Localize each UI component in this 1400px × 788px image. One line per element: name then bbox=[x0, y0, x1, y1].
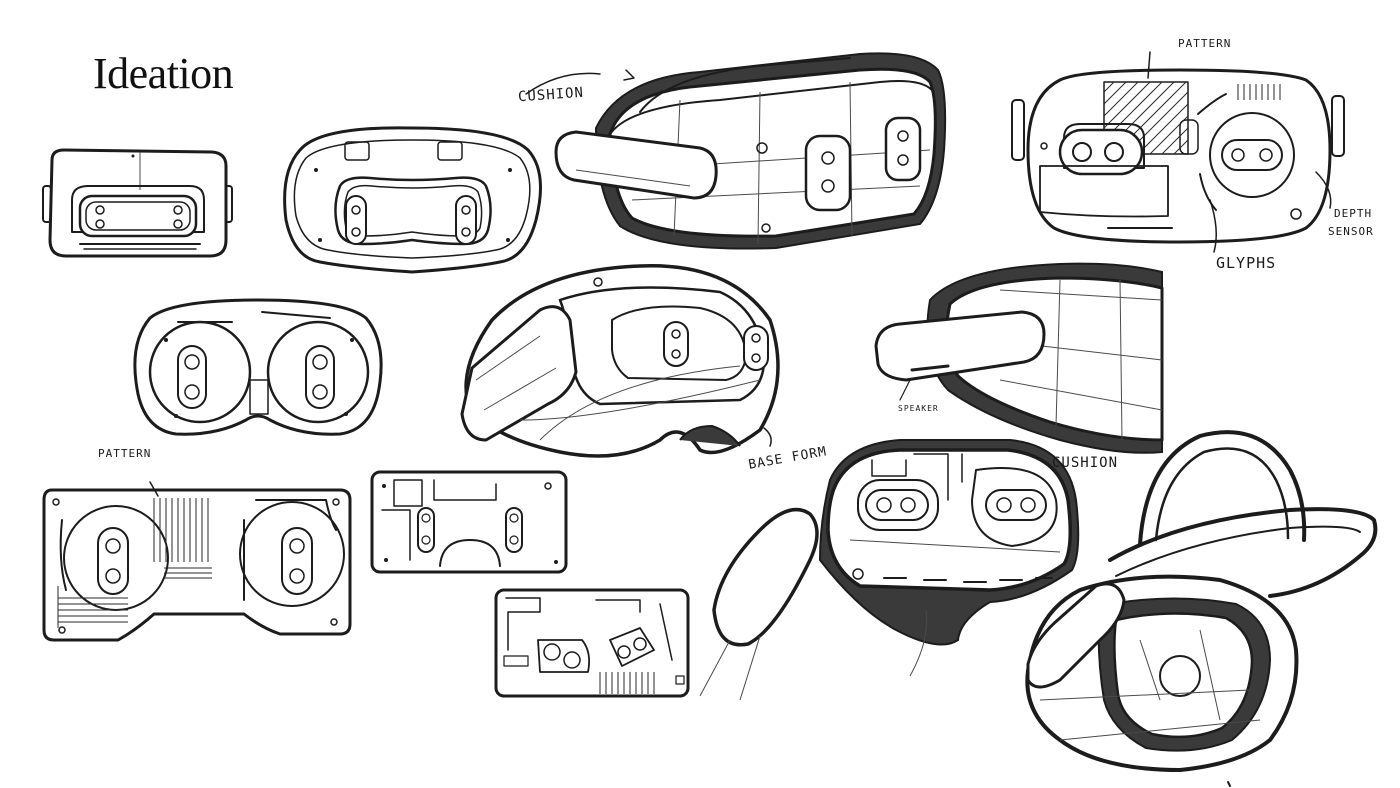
sketch-headset-base-form bbox=[460, 264, 780, 458]
annotation-speaker: SPEAKER bbox=[898, 404, 939, 413]
sketch-headset-with-strap bbox=[1025, 430, 1378, 787]
annotation-pattern-top: PATTERN bbox=[1178, 37, 1232, 50]
sketch-side-view-speaker bbox=[874, 262, 1164, 454]
sketch-circuit-plate-1 bbox=[370, 470, 568, 574]
annotation-pattern-left: PATTERN bbox=[98, 447, 152, 460]
annotation-depth-sensor-line2: SENSOR bbox=[1328, 225, 1374, 238]
annotation-glyphs: GLYPHS bbox=[1216, 254, 1277, 272]
sketch-twin-lens-plate bbox=[133, 298, 383, 436]
sketch-circuit-plate-2 bbox=[494, 588, 690, 698]
sketch-oval-visor bbox=[283, 126, 542, 274]
page-title: Ideation bbox=[93, 49, 234, 98]
sketch-headset-three-quarter-top bbox=[525, 52, 947, 250]
annotation-cushion-bottom: CUSHION bbox=[1052, 455, 1119, 471]
sketch-front-view-pattern bbox=[1011, 51, 1345, 253]
sketch-front-view-small bbox=[42, 148, 233, 258]
annotation-depth-sensor-line1: DEPTH bbox=[1334, 207, 1373, 220]
sketch-pattern-plate bbox=[42, 481, 352, 642]
sketch-headset-cushion-large bbox=[699, 439, 1080, 701]
